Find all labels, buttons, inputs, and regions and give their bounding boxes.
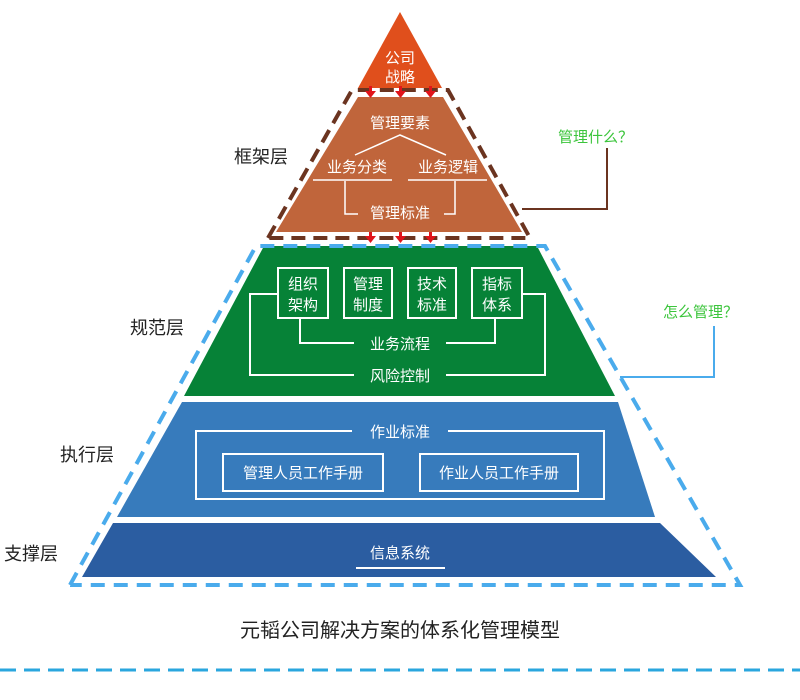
- norm-execution-support-dashed-outline: [68, 244, 744, 587]
- framework-bracket-right: [444, 181, 456, 215]
- strategy-label-line1: 公司: [385, 49, 415, 67]
- framework-bracket-left: [344, 181, 358, 215]
- business-process-label: 业务流程: [370, 335, 430, 353]
- worker-handbook-box: [419, 453, 579, 492]
- process-connector-left: [299, 318, 354, 344]
- arrows-strategy-to-framework: [365, 86, 436, 98]
- framework-dashed-outline: [266, 88, 534, 240]
- strategy-label-line2: 战略: [385, 68, 415, 86]
- norm-box-technical-standard: 技术 标准: [407, 267, 457, 319]
- framework-roof-line: [354, 134, 447, 156]
- norm-layer-label: 规范层: [130, 318, 184, 339]
- what-to-manage-connector: [522, 148, 608, 210]
- norm-box-org-structure: 组织 架构: [277, 267, 329, 319]
- risk-connector-right: [446, 293, 546, 376]
- norm-box-tech-line1: 技术: [417, 275, 447, 293]
- norm-box-management-system: 管理 制度: [343, 267, 393, 319]
- management-standard-label: 管理标准: [370, 204, 430, 222]
- strategy-triangle: [358, 12, 442, 88]
- manager-handbook-label: 管理人员工作手册: [243, 464, 363, 482]
- how-to-manage-connector: [620, 326, 715, 378]
- support-layer-label: 支撑层: [4, 544, 58, 565]
- norm-box-indicator-line1: 指标: [482, 275, 512, 293]
- norm-layer: [184, 246, 615, 396]
- framework-layer-label: 框架层: [234, 147, 288, 168]
- norm-box-tech-line2: 标准: [417, 296, 447, 314]
- risk-control-label: 风险控制: [370, 367, 430, 385]
- what-to-manage-question: 管理什么？: [558, 128, 633, 146]
- business-logic-label: 业务逻辑: [418, 158, 478, 176]
- risk-connector-left: [249, 293, 354, 376]
- support-layer: [82, 523, 716, 577]
- framework-layer: [276, 97, 522, 232]
- norm-box-indicator-line2: 体系: [482, 296, 512, 314]
- business-classification-label: 业务分类: [327, 158, 387, 176]
- process-connector-right: [446, 318, 496, 344]
- norm-box-mgmt-line2: 制度: [353, 296, 383, 314]
- norm-box-org-line1: 组织: [288, 275, 318, 293]
- norm-box-mgmt-line1: 管理: [353, 275, 383, 293]
- operation-standard-label: 作业标准: [370, 423, 430, 441]
- how-to-manage-question: 怎么管理？: [663, 303, 738, 321]
- worker-handbook-label: 作业人员工作手册: [439, 464, 559, 482]
- management-elements-label: 管理要素: [370, 114, 430, 132]
- arrows-framework-to-norm: [365, 232, 436, 243]
- execution-layer-label: 执行层: [60, 445, 114, 466]
- norm-box-org-line2: 架构: [288, 296, 318, 314]
- diagram-caption: 元韬公司解决方案的体系化管理模型: [240, 618, 560, 642]
- operation-standard-frame: [195, 430, 605, 500]
- manager-handbook-box: [222, 453, 384, 492]
- information-system-label: 信息系统: [370, 544, 430, 562]
